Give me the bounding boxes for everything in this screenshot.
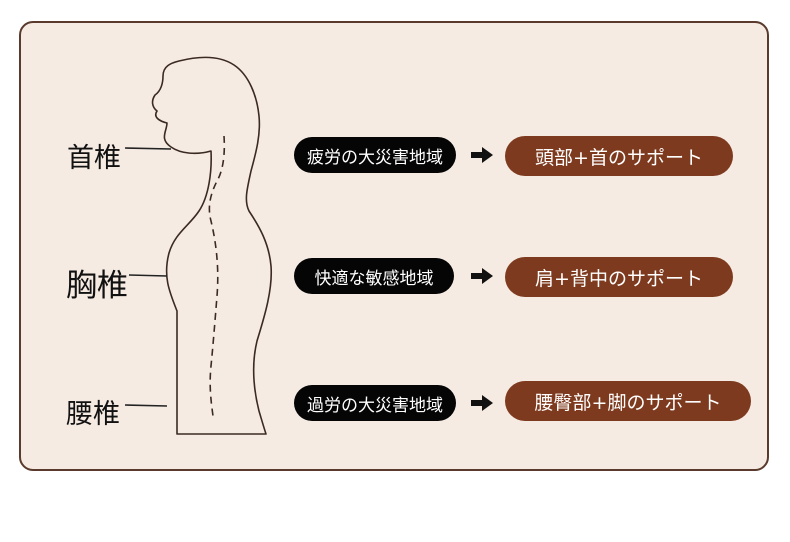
region-pill-2: 快適な敏感地域 [294, 258, 454, 294]
chest-leader-line [128, 274, 168, 277]
lumbar-leader-line [124, 404, 168, 407]
right-arrow-icon [471, 268, 493, 284]
right-arrow-icon [471, 395, 493, 411]
support-pill-3: 腰臀部+脚のサポート [505, 381, 751, 421]
neck-leader-line [124, 147, 172, 150]
neck-spine-label: 首椎 [67, 143, 121, 174]
region-pill-3: 過労の大災害地域 [294, 385, 456, 421]
right-arrow-icon [471, 147, 493, 163]
region-pill-1: 疲労の大災害地域 [294, 137, 456, 173]
support-pill-1: 頭部+首のサポート [505, 136, 733, 176]
body-silhouette [124, 56, 273, 435]
support-pill-2: 肩+背中のサポート [505, 257, 733, 297]
body-outline [151, 56, 273, 435]
spine-line [208, 135, 226, 417]
lumbar-spine-label: 腰椎 [66, 399, 120, 430]
chest-spine-label: 胸椎 [66, 268, 128, 304]
